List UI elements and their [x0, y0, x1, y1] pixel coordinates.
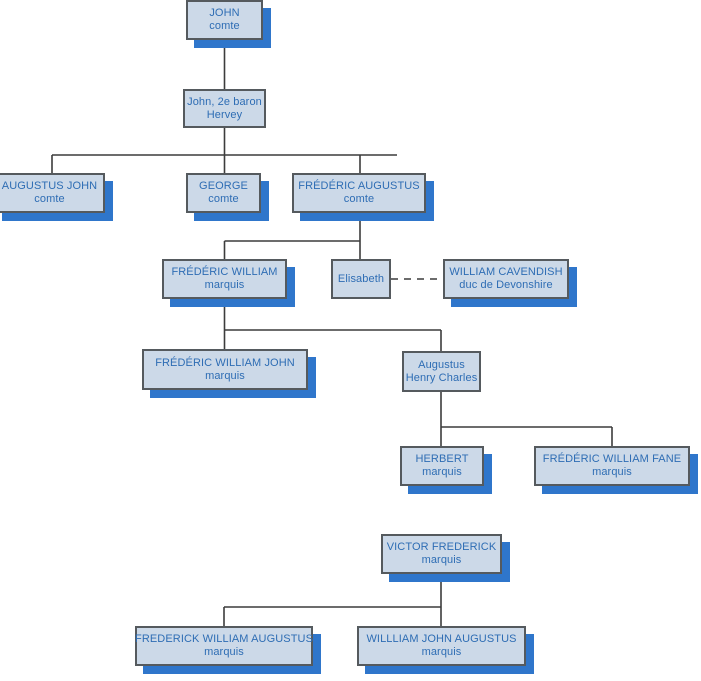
node-frederic-william-fane[interactable]: FRÉDÉRIC WILLIAM FANE marquis — [534, 446, 690, 486]
node-name: Elisabeth — [337, 272, 385, 285]
node-title: comte — [34, 193, 65, 205]
node-title: marquis — [204, 279, 245, 291]
node-name: WILLIAM CAVENDISH — [449, 266, 563, 278]
node-name: FRÉDÉRIC WILLIAM JOHN — [155, 356, 295, 369]
node-title: Hervey — [206, 108, 243, 121]
node-title: duc de Devonshire — [459, 279, 553, 291]
node-frederic-william-john[interactable]: FRÉDÉRIC WILLIAM JOHN marquis — [142, 349, 308, 390]
node-title: comte — [209, 20, 240, 32]
node-george[interactable]: GEORGE comte — [186, 173, 261, 213]
node-william-cavendish[interactable]: WILLIAM CAVENDISH duc de Devonshire — [443, 259, 569, 299]
node-title: marquis — [592, 466, 632, 478]
node-name: WILLLIAM JOHN AUGUSTUS — [366, 633, 517, 645]
node-title: marquis — [204, 646, 244, 658]
node-title: comte — [343, 193, 375, 205]
node-herbert[interactable]: HERBERT marquis — [400, 446, 484, 486]
node-elisabeth[interactable]: Elisabeth — [331, 259, 391, 299]
node-title: marquis — [421, 646, 462, 658]
node-john[interactable]: JOHN comte — [186, 0, 263, 40]
node-name: FRÉDÉRIC AUGUSTUS — [298, 180, 420, 192]
node-frederick-william-augustus[interactable]: FREDERICK WILLIAM AUGUSTUS marquis — [135, 626, 313, 666]
node-augustus-henry-charles[interactable]: Augustus Henry Charles — [402, 351, 481, 392]
node-title: comte — [208, 193, 239, 205]
node-name: JOHN — [209, 7, 240, 19]
node-title: Henry Charles — [405, 371, 478, 384]
node-title: marquis — [421, 554, 462, 566]
node-victor-frederick[interactable]: VICTOR FREDERICK marquis — [381, 534, 502, 574]
node-name: AUGUSTUS JOHN — [1, 180, 98, 192]
node-name: HERBERT — [415, 453, 469, 465]
node-augustus-john[interactable]: AUGUSTUS JOHN comte — [0, 173, 105, 213]
node-title: marquis — [422, 466, 462, 478]
node-title: marquis — [205, 369, 245, 382]
node-name: FREDERICK WILLIAM AUGUSTUS — [135, 633, 314, 645]
node-name: VICTOR FREDERICK — [386, 541, 497, 553]
node-name: GEORGE — [199, 180, 248, 192]
node-frederic-augustus[interactable]: FRÉDÉRIC AUGUSTUS comte — [292, 173, 426, 213]
node-name: John, 2e baron — [187, 95, 262, 108]
node-name: FRÉDÉRIC WILLIAM — [171, 266, 278, 278]
node-name: Augustus — [418, 358, 465, 371]
node-name: FRÉDÉRIC WILLIAM FANE — [542, 453, 682, 465]
node-william-john-augustus[interactable]: WILLLIAM JOHN AUGUSTUS marquis — [357, 626, 526, 666]
node-john-2e-baron-hervey[interactable]: John, 2e baron Hervey — [183, 89, 266, 128]
node-frederic-william[interactable]: FRÉDÉRIC WILLIAM marquis — [162, 259, 287, 299]
